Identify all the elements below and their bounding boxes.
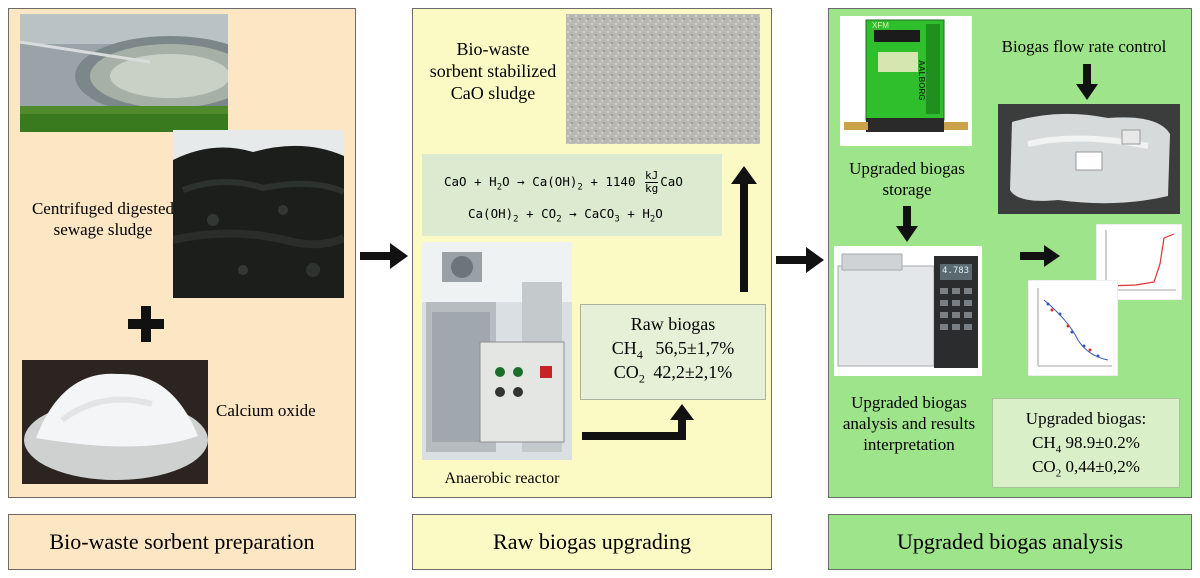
gas-bag-photo <box>998 104 1180 214</box>
arrow-right-icon <box>1020 245 1060 267</box>
plus-icon <box>128 306 164 342</box>
arrow-up-icon <box>731 166 757 292</box>
eq1-mid-tail: + 1140 <box>582 174 636 189</box>
eq1-frac-den: kg <box>645 182 659 195</box>
anaerobic-reactor-photo <box>422 242 572 460</box>
meter-side-text: AALBORG <box>917 60 926 101</box>
eq1-fraction: kJ kg <box>645 169 659 195</box>
arrow-down-icon <box>1076 64 1098 100</box>
arrow-down-icon <box>896 206 918 242</box>
upgraded-biogas-title: Upgraded biogas: <box>1025 409 1147 428</box>
eq2-b-sub: 2 <box>556 214 562 225</box>
calcium-oxide-photo <box>22 360 208 484</box>
sewage-sludge-photo <box>173 130 344 298</box>
sludge-label: Centrifuged digested sewage sludge <box>31 199 175 239</box>
upgraded-co2-sub: 2 <box>1055 467 1062 480</box>
eq2-e: O <box>655 206 663 221</box>
meter-brand-text: XFM <box>872 21 889 30</box>
arrow-elbow-up-icon <box>582 404 694 440</box>
sorbent-texture-photo <box>566 14 760 144</box>
arrow-right-icon <box>776 247 824 273</box>
results-plot-bottom <box>1028 280 1118 376</box>
raw-ch4-sub: 4 <box>636 347 643 362</box>
raw-biogas-box <box>580 304 766 400</box>
upgraded-co2-line: CO2 0,44±0,2% <box>992 456 1180 484</box>
raw-biogas-title: Raw biogas <box>630 314 716 334</box>
reaction-formula-box <box>422 154 722 236</box>
reactor-label: Anaerobic reactor <box>444 470 560 487</box>
eq2-a: Ca(OH) <box>468 206 514 221</box>
reaction-equation-1: CaO + H2O → Ca(OH)2 + 1140 kJ kg CaO <box>444 170 683 195</box>
eq1-lhs-sub: 2 <box>496 182 503 193</box>
upgraded-ch4-name: CH <box>1032 433 1056 452</box>
upgraded-biogas-box <box>992 398 1180 488</box>
eq2-d: + H <box>619 206 650 221</box>
raw-co2-value: 42,2±2,1% <box>653 362 733 382</box>
upgraded-co2-value: 0,44±0,2% <box>1065 457 1140 476</box>
sorbent-label: Bio-waste sorbent stabilized CaO sludge <box>429 39 557 103</box>
raw-co2-sub: 2 <box>638 371 645 386</box>
raw-co2-name: CO <box>613 362 639 382</box>
analysis-label: Upgraded biogas analysis and results int… <box>842 393 976 454</box>
flow-rate-label: Biogas flow rate control <box>1001 37 1167 56</box>
raw-ch4-value: 56,5±1,7% <box>655 338 735 358</box>
arrow-right-icon <box>360 243 408 269</box>
gas-chromatograph-photo <box>834 246 982 376</box>
storage-label: Upgraded biogas storage <box>849 159 965 199</box>
raw-ch4-line: CH4 56,5±1,7% <box>580 338 766 366</box>
eq1-lhs-tail: O → Ca(OH) <box>502 174 578 189</box>
flow-meter-photo <box>840 16 972 146</box>
calcium-oxide-label: Calcium oxide <box>216 401 316 420</box>
eq1-mid-sub: 2 <box>577 182 583 193</box>
raw-ch4-name: CH <box>611 338 637 358</box>
eq2-a-sub: 2 <box>513 214 519 225</box>
eq1-end: CaO <box>660 174 683 189</box>
caption-raw-biogas-upgrading: Raw biogas upgrading <box>412 514 772 570</box>
raw-co2-line: CO2 42,2±2,1% <box>580 362 766 390</box>
eq1-lhs: CaO + H <box>444 174 497 189</box>
eq2-c: → CaCO <box>561 206 615 221</box>
upgraded-ch4-value: 98.9±0.2% <box>1065 433 1140 452</box>
reaction-equation-2: Ca(OH)2 + CO2 → CaCO3 + H2O <box>468 206 663 225</box>
wastewater-plant-photo <box>20 14 228 132</box>
upgraded-ch4-sub: 4 <box>1055 443 1062 456</box>
upgraded-ch4-line: CH4 98.9±0.2% <box>992 432 1180 460</box>
eq1-frac-num: kJ <box>645 169 659 183</box>
gc-display-value: 4.783 <box>942 266 970 276</box>
caption-sorbent-preparation: Bio-waste sorbent preparation <box>8 514 356 570</box>
caption-upgraded-biogas-analysis: Upgraded biogas analysis <box>828 514 1192 570</box>
eq2-d-sub: 2 <box>649 214 656 225</box>
upgraded-co2-name: CO <box>1032 457 1056 476</box>
eq2-c-sub: 3 <box>614 214 620 225</box>
eq2-b: + CO <box>518 206 557 221</box>
